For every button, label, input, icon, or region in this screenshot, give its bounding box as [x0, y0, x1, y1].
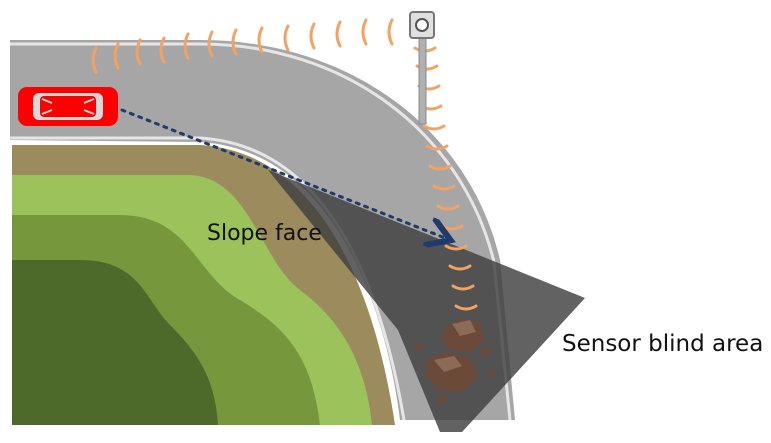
sensor-blind-area-label: Sensor blind area	[562, 331, 764, 357]
line-of-sight-arrow	[120, 108, 445, 238]
slope-face-label: Slope face	[207, 221, 322, 246]
fallen-rocks-icon	[414, 318, 497, 403]
signal-waves	[91, 18, 480, 331]
roadside-sensor-icon	[409, 11, 435, 125]
red-car-icon	[18, 87, 118, 126]
slope-layer-dark	[12, 260, 218, 425]
sensor-blind-area	[268, 170, 585, 432]
road	[10, 40, 515, 420]
road-outer-edge	[10, 42, 512, 421]
